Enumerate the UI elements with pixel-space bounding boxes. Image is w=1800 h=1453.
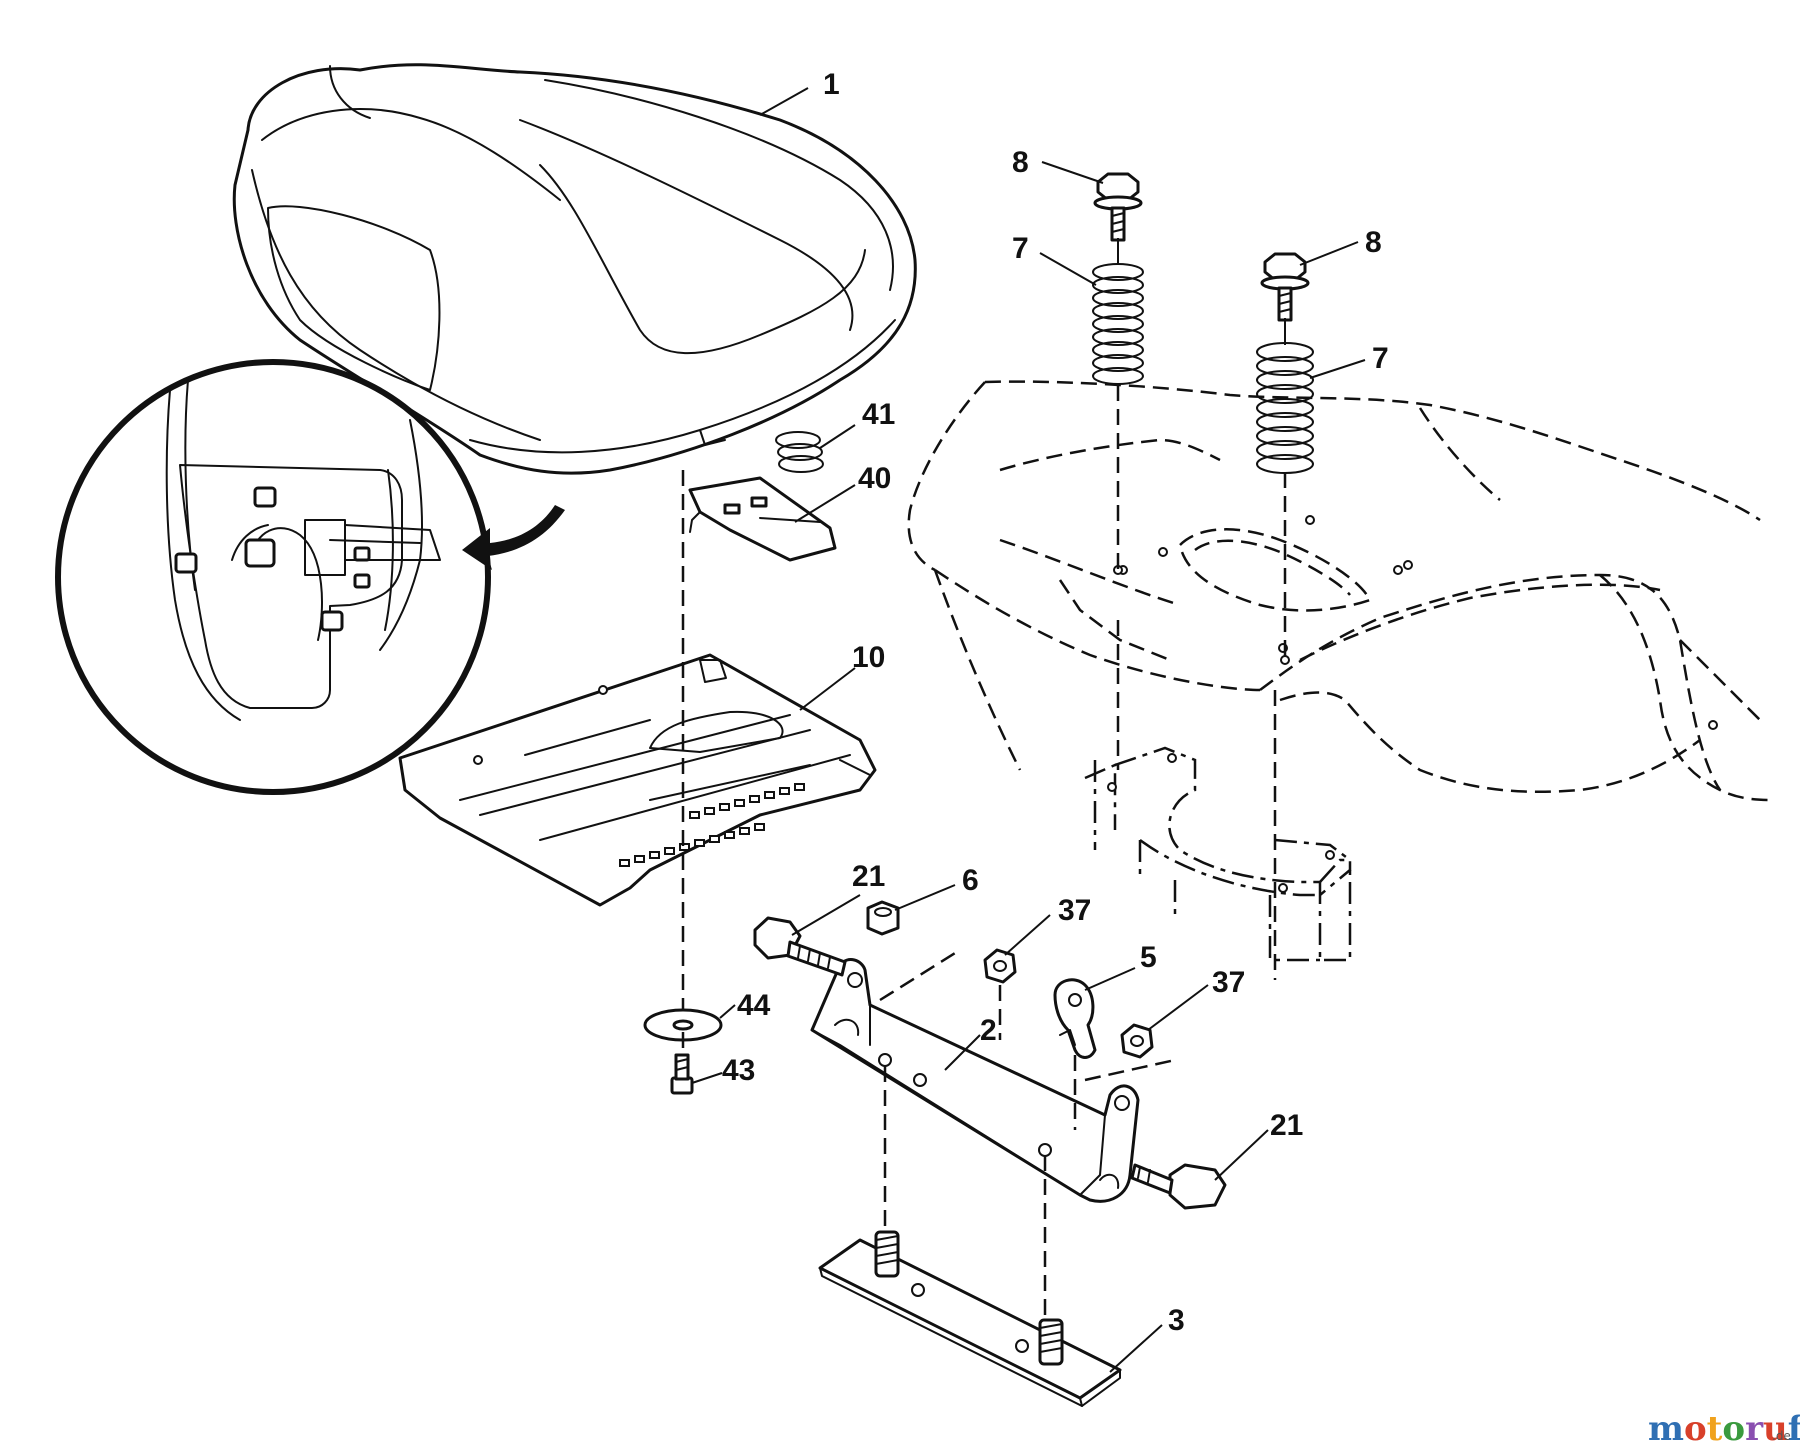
leader-lines xyxy=(691,87,1366,1373)
callout-21-mid: 21 xyxy=(852,860,885,893)
callout-21-low: 21 xyxy=(1270,1109,1303,1142)
spring-left xyxy=(1092,263,1144,385)
nut-6 xyxy=(866,900,900,936)
nut-37-left xyxy=(983,948,1017,984)
bolt-top-left xyxy=(1093,172,1143,242)
watermark-letter: o xyxy=(1722,1409,1745,1449)
bolt-top-right xyxy=(1260,252,1310,322)
svg-text:motoruf: motoruf xyxy=(1648,1409,1800,1449)
spring-right xyxy=(1256,342,1314,474)
watermark-letter: t xyxy=(1707,1409,1723,1449)
watermark-letter: m xyxy=(1648,1409,1684,1449)
callout-44: 44 xyxy=(737,989,771,1022)
watermark-letter: o xyxy=(1684,1409,1707,1449)
callout-7-right: 7 xyxy=(1372,342,1389,375)
seat xyxy=(232,63,917,475)
nut-37-right xyxy=(1120,1023,1154,1059)
seat-pan-slots xyxy=(619,783,805,867)
mounting-plate xyxy=(818,1230,1122,1407)
watermark-letter: r xyxy=(1745,1409,1764,1449)
callout-8-left: 8 xyxy=(1012,146,1029,179)
callout-40: 40 xyxy=(858,462,891,495)
washer xyxy=(643,1008,723,1042)
motoruf-watermark: motoruf .de xyxy=(1648,1409,1800,1449)
callout-1: 1 xyxy=(823,68,840,101)
frame-brackets xyxy=(1084,746,1352,962)
callout-37-left: 37 xyxy=(1058,894,1091,927)
screw xyxy=(670,1053,694,1095)
seat-clip xyxy=(688,476,837,562)
interlock-switch xyxy=(1053,978,1097,1059)
watermark-suffix: .de xyxy=(1772,1429,1791,1443)
fender-body xyxy=(907,380,1776,802)
callout-labels: 1 8 8 7 7 41 40 10 21 6 37 5 37 44 43 2 … xyxy=(722,68,1389,1337)
bolt-mid xyxy=(753,916,847,977)
callout-10: 10 xyxy=(852,641,885,674)
curved-arrow-icon xyxy=(462,505,565,570)
callout-8-right: 8 xyxy=(1365,226,1382,259)
assembly-lines xyxy=(681,238,1287,1320)
callout-7-left: 7 xyxy=(1012,232,1029,265)
callout-3: 3 xyxy=(1168,1304,1185,1337)
callout-43: 43 xyxy=(722,1054,755,1087)
spring-small xyxy=(775,431,824,473)
callout-5: 5 xyxy=(1140,941,1157,974)
callout-41: 41 xyxy=(862,398,895,431)
watermark-letter: f xyxy=(1788,1409,1800,1449)
hole xyxy=(1280,655,1290,665)
seat-pan xyxy=(398,653,877,907)
callout-6: 6 xyxy=(962,864,979,897)
seat-bracket xyxy=(810,958,1140,1203)
bolt-low xyxy=(1130,1163,1227,1210)
callout-37-right: 37 xyxy=(1212,966,1245,999)
detail-inset xyxy=(55,359,491,795)
callout-2: 2 xyxy=(980,1014,997,1047)
watermark-letter: u xyxy=(1763,1409,1788,1449)
